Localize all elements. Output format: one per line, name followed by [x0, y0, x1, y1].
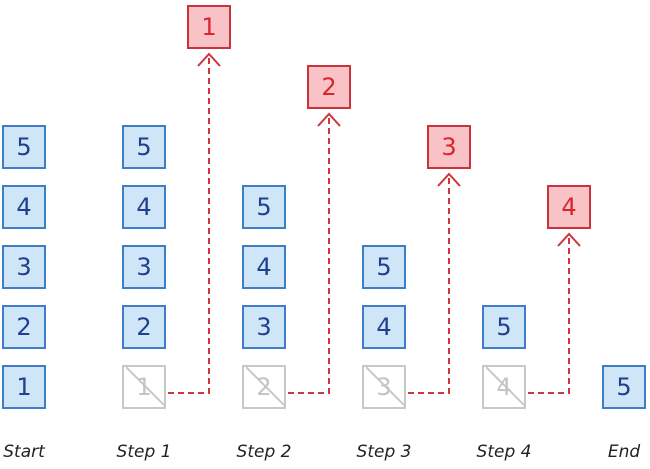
pop-arrow-line — [168, 55, 210, 394]
step-label: Start — [3, 442, 45, 462]
popped-box: 3 — [427, 125, 471, 169]
stack-box: 3 — [122, 245, 166, 289]
box-value: 5 — [16, 133, 32, 161]
box-value: 5 — [496, 313, 512, 341]
pop-arrow-head — [557, 232, 581, 247]
box-value: 3 — [376, 373, 392, 401]
box-value: 5 — [136, 133, 152, 161]
box-value: 3 — [441, 133, 457, 161]
box-value: 2 — [256, 373, 272, 401]
popped-box: 1 — [187, 5, 231, 49]
box-value: 4 — [136, 193, 152, 221]
stack-box: 5 — [2, 125, 46, 169]
stack-box: 5 — [362, 245, 406, 289]
pop-arrow-head — [437, 172, 461, 187]
pop-arrow-head — [317, 112, 341, 127]
pop-arrow-head — [197, 52, 221, 67]
stack-box: 4 — [362, 305, 406, 349]
box-value: 4 — [561, 193, 577, 221]
step-label: Step 3 — [356, 442, 412, 462]
box-value: 5 — [616, 373, 632, 401]
box-value: 4 — [256, 253, 272, 281]
stack-box: 3 — [242, 305, 286, 349]
stack-box: 5 — [482, 305, 526, 349]
removed-box: 4 — [482, 365, 526, 409]
popped-box: 2 — [307, 65, 351, 109]
box-value: 3 — [136, 253, 152, 281]
step-label: Step 1 — [116, 442, 172, 462]
step-label: End — [607, 442, 641, 462]
popped-box: 4 — [547, 185, 591, 229]
box-value: 1 — [16, 373, 32, 401]
removed-box: 3 — [362, 365, 406, 409]
box-value: 1 — [201, 13, 217, 41]
stack-box: 2 — [122, 305, 166, 349]
box-value: 1 — [136, 373, 152, 401]
box-value: 4 — [496, 373, 512, 401]
removed-box: 2 — [242, 365, 286, 409]
box-value: 4 — [376, 313, 392, 341]
box-value: 4 — [16, 193, 32, 221]
box-value: 3 — [16, 253, 32, 281]
pop-arrow-line — [408, 175, 450, 394]
stack-box: 5 — [122, 125, 166, 169]
pop-arrow-line — [288, 115, 330, 394]
box-value: 3 — [256, 313, 272, 341]
stack-box: 4 — [122, 185, 166, 229]
stack-box: 5 — [602, 365, 646, 409]
stack-box: 4 — [2, 185, 46, 229]
stack-box: 1 — [2, 365, 46, 409]
box-value: 2 — [321, 73, 337, 101]
box-value: 2 — [16, 313, 32, 341]
stack-box: 3 — [2, 245, 46, 289]
step-label: Step 4 — [476, 442, 532, 462]
stack-box: 4 — [242, 245, 286, 289]
pop-arrow-line — [528, 235, 570, 394]
box-value: 2 — [136, 313, 152, 341]
step-label: Step 2 — [236, 442, 292, 462]
box-value: 5 — [256, 193, 272, 221]
stack-box: 5 — [242, 185, 286, 229]
stack-box: 2 — [2, 305, 46, 349]
removed-box: 1 — [122, 365, 166, 409]
box-value: 5 — [376, 253, 392, 281]
